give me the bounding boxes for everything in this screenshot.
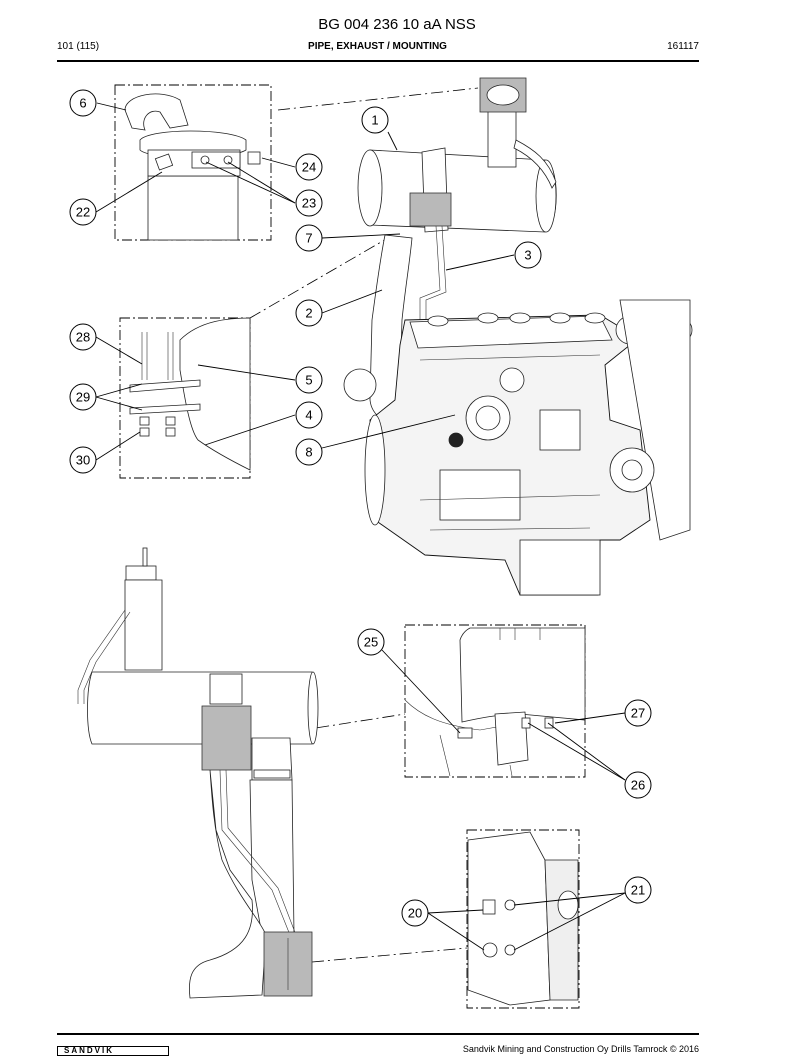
document-number: BG 004 236 10 aA NSS [318, 16, 476, 33]
callout-8[interactable]: 8 [295, 438, 323, 466]
svg-text:6: 6 [79, 96, 86, 111]
svg-text:20: 20 [408, 906, 422, 921]
callout-29[interactable]: 29 [69, 383, 97, 411]
callout-26[interactable]: 26 [624, 771, 652, 799]
svg-text:5: 5 [305, 373, 312, 388]
svg-text:26: 26 [631, 778, 645, 793]
side-elevation-drawing [77, 547, 319, 999]
svg-text:8: 8 [305, 445, 312, 460]
leader-lines [95, 102, 626, 951]
svg-text:27: 27 [631, 706, 645, 721]
callout-2[interactable]: 2 [295, 299, 323, 327]
svg-text:7: 7 [305, 231, 312, 246]
callout-28[interactable]: 28 [69, 323, 97, 351]
section-title: PIPE, EXHAUST / MOUNTING [308, 41, 447, 52]
callout-25[interactable]: 25 [357, 628, 385, 656]
engine-drawing [343, 299, 693, 596]
svg-text:24: 24 [302, 160, 316, 175]
callout-21[interactable]: 21 [624, 876, 652, 904]
document-date: 161117 [667, 41, 699, 52]
svg-text:29: 29 [76, 390, 90, 405]
sandvik-logo: SANDVIK [57, 1046, 169, 1056]
footer-rule [57, 1033, 699, 1035]
svg-text:25: 25 [364, 635, 378, 650]
callout-7[interactable]: 7 [295, 224, 323, 252]
callout-23[interactable]: 23 [295, 189, 323, 217]
svg-text:30: 30 [76, 453, 90, 468]
header-rule [57, 60, 699, 62]
callout-3[interactable]: 3 [514, 241, 542, 269]
flange-detail-drawing [467, 831, 579, 1006]
clamp-detail-drawing [124, 93, 261, 241]
callout-6[interactable]: 6 [69, 89, 97, 117]
callout-20[interactable]: 20 [401, 899, 429, 927]
silencer-assembly [357, 77, 557, 430]
callout-27[interactable]: 27 [624, 699, 652, 727]
svg-text:1: 1 [371, 113, 378, 128]
svg-text:28: 28 [76, 330, 90, 345]
detail-frame-clamp [114, 84, 272, 241]
svg-text:23: 23 [302, 196, 316, 211]
detail-frame-bracket [119, 317, 251, 479]
svg-text:3: 3 [524, 248, 531, 263]
callout-5[interactable]: 5 [295, 366, 323, 394]
callout-4[interactable]: 4 [295, 401, 323, 429]
page-number: 101 (115) [57, 41, 100, 52]
svg-text:21: 21 [631, 883, 645, 898]
bracket-detail-drawing [129, 317, 251, 471]
callout-1[interactable]: 1 [361, 106, 389, 134]
mount-highlight [409, 192, 452, 227]
side-mount-highlight [201, 705, 252, 771]
callout-24[interactable]: 24 [295, 153, 323, 181]
svg-text:22: 22 [76, 205, 90, 220]
callout-22[interactable]: 22 [69, 198, 97, 226]
svg-text:2: 2 [305, 306, 312, 321]
mount-detail-drawing [404, 627, 586, 777]
detail-frame-flange [466, 829, 580, 1009]
copyright-notice: Sandvik Mining and Construction Oy Drill… [462, 1044, 699, 1054]
svg-text:4: 4 [305, 408, 312, 423]
callout-30[interactable]: 30 [69, 446, 97, 474]
